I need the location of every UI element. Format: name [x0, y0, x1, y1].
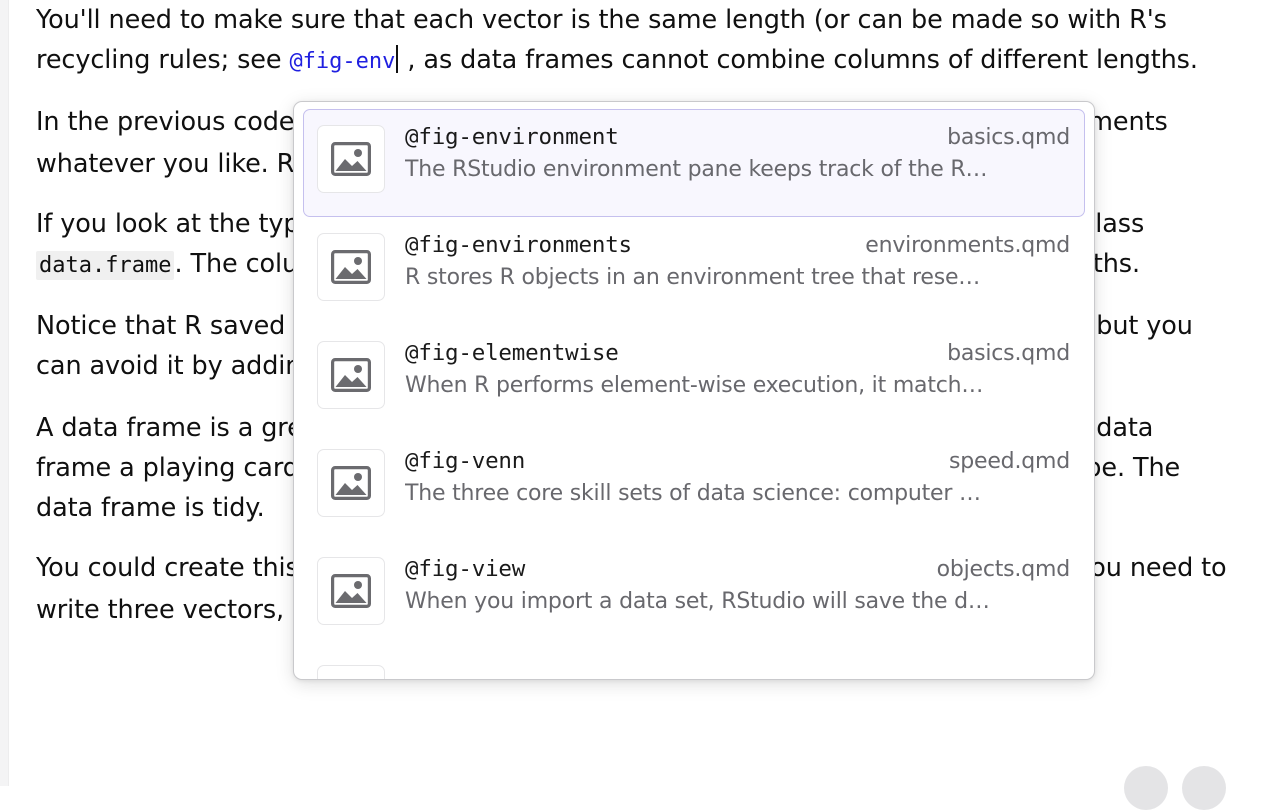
- autocomplete-item-description: When you import a data set, RStudio will…: [405, 589, 990, 614]
- floating-action-button-right[interactable]: [1182, 766, 1226, 810]
- autocomplete-item-header: @fig-environments environments.qmd: [405, 232, 1070, 258]
- image-placeholder-icon: [317, 341, 385, 409]
- paragraph-text: , as data frames cannot combine columns …: [399, 45, 1198, 75]
- autocomplete-item-id: @fig-environments: [405, 232, 632, 258]
- autocomplete-item-description: R stores R objects in an environment tre…: [405, 265, 981, 290]
- text-cursor: [396, 45, 399, 73]
- floating-action-button-left[interactable]: [1124, 766, 1168, 810]
- autocomplete-item-id: @fig-elementwise: [405, 340, 619, 366]
- cross-reference-token[interactable]: @fig-env: [289, 49, 396, 74]
- autocomplete-item-file: speed.qmd: [948, 449, 1070, 474]
- paragraph[interactable]: You'll need to make sure that each vecto…: [36, 0, 1236, 82]
- autocomplete-item-body: [405, 662, 1070, 671]
- autocomplete-item-header: @fig-environment basics.qmd: [405, 124, 1070, 150]
- autocomplete-item-header: @fig-view objects.qmd: [405, 556, 1070, 582]
- paragraph-text: You'll need to make sure that each vecto…: [36, 5, 1175, 75]
- autocomplete-item-header: @fig-elementwise basics.qmd: [405, 340, 1070, 366]
- autocomplete-item-header: @fig-venn speed.qmd: [405, 448, 1070, 474]
- image-placeholder-icon: [317, 449, 385, 517]
- autocomplete-item-id: @fig-venn: [405, 448, 526, 474]
- autocomplete-item-file: objects.qmd: [936, 557, 1071, 582]
- autocomplete-item-body: @fig-environments environments.qmd R store…: [405, 230, 1070, 290]
- autocomplete-item-file: environments.qmd: [865, 233, 1070, 258]
- autocomplete-item-description: The three core skill sets of data scienc…: [405, 481, 981, 506]
- autocomplete-item[interactable]: [303, 649, 1085, 679]
- autocomplete-item-description: When R performs element-wise execution, …: [405, 373, 984, 398]
- inline-code-span: data.frame: [36, 251, 175, 280]
- autocomplete-item[interactable]: @fig-environments environments.qmd R store…: [303, 217, 1085, 325]
- autocomplete-item-file: basics.qmd: [947, 125, 1070, 150]
- image-placeholder-icon: [317, 125, 385, 193]
- autocomplete-item-file: basics.qmd: [947, 341, 1070, 366]
- autocomplete-item-description: The RStudio environment pane keeps track…: [405, 157, 988, 182]
- autocomplete-item-id: @fig-view: [405, 556, 526, 582]
- editor-gutter: [0, 0, 9, 786]
- image-placeholder-icon: [317, 233, 385, 301]
- image-placeholder-icon: [317, 557, 385, 625]
- image-placeholder-icon: [317, 665, 385, 679]
- autocomplete-item-id: @fig-environment: [405, 124, 619, 150]
